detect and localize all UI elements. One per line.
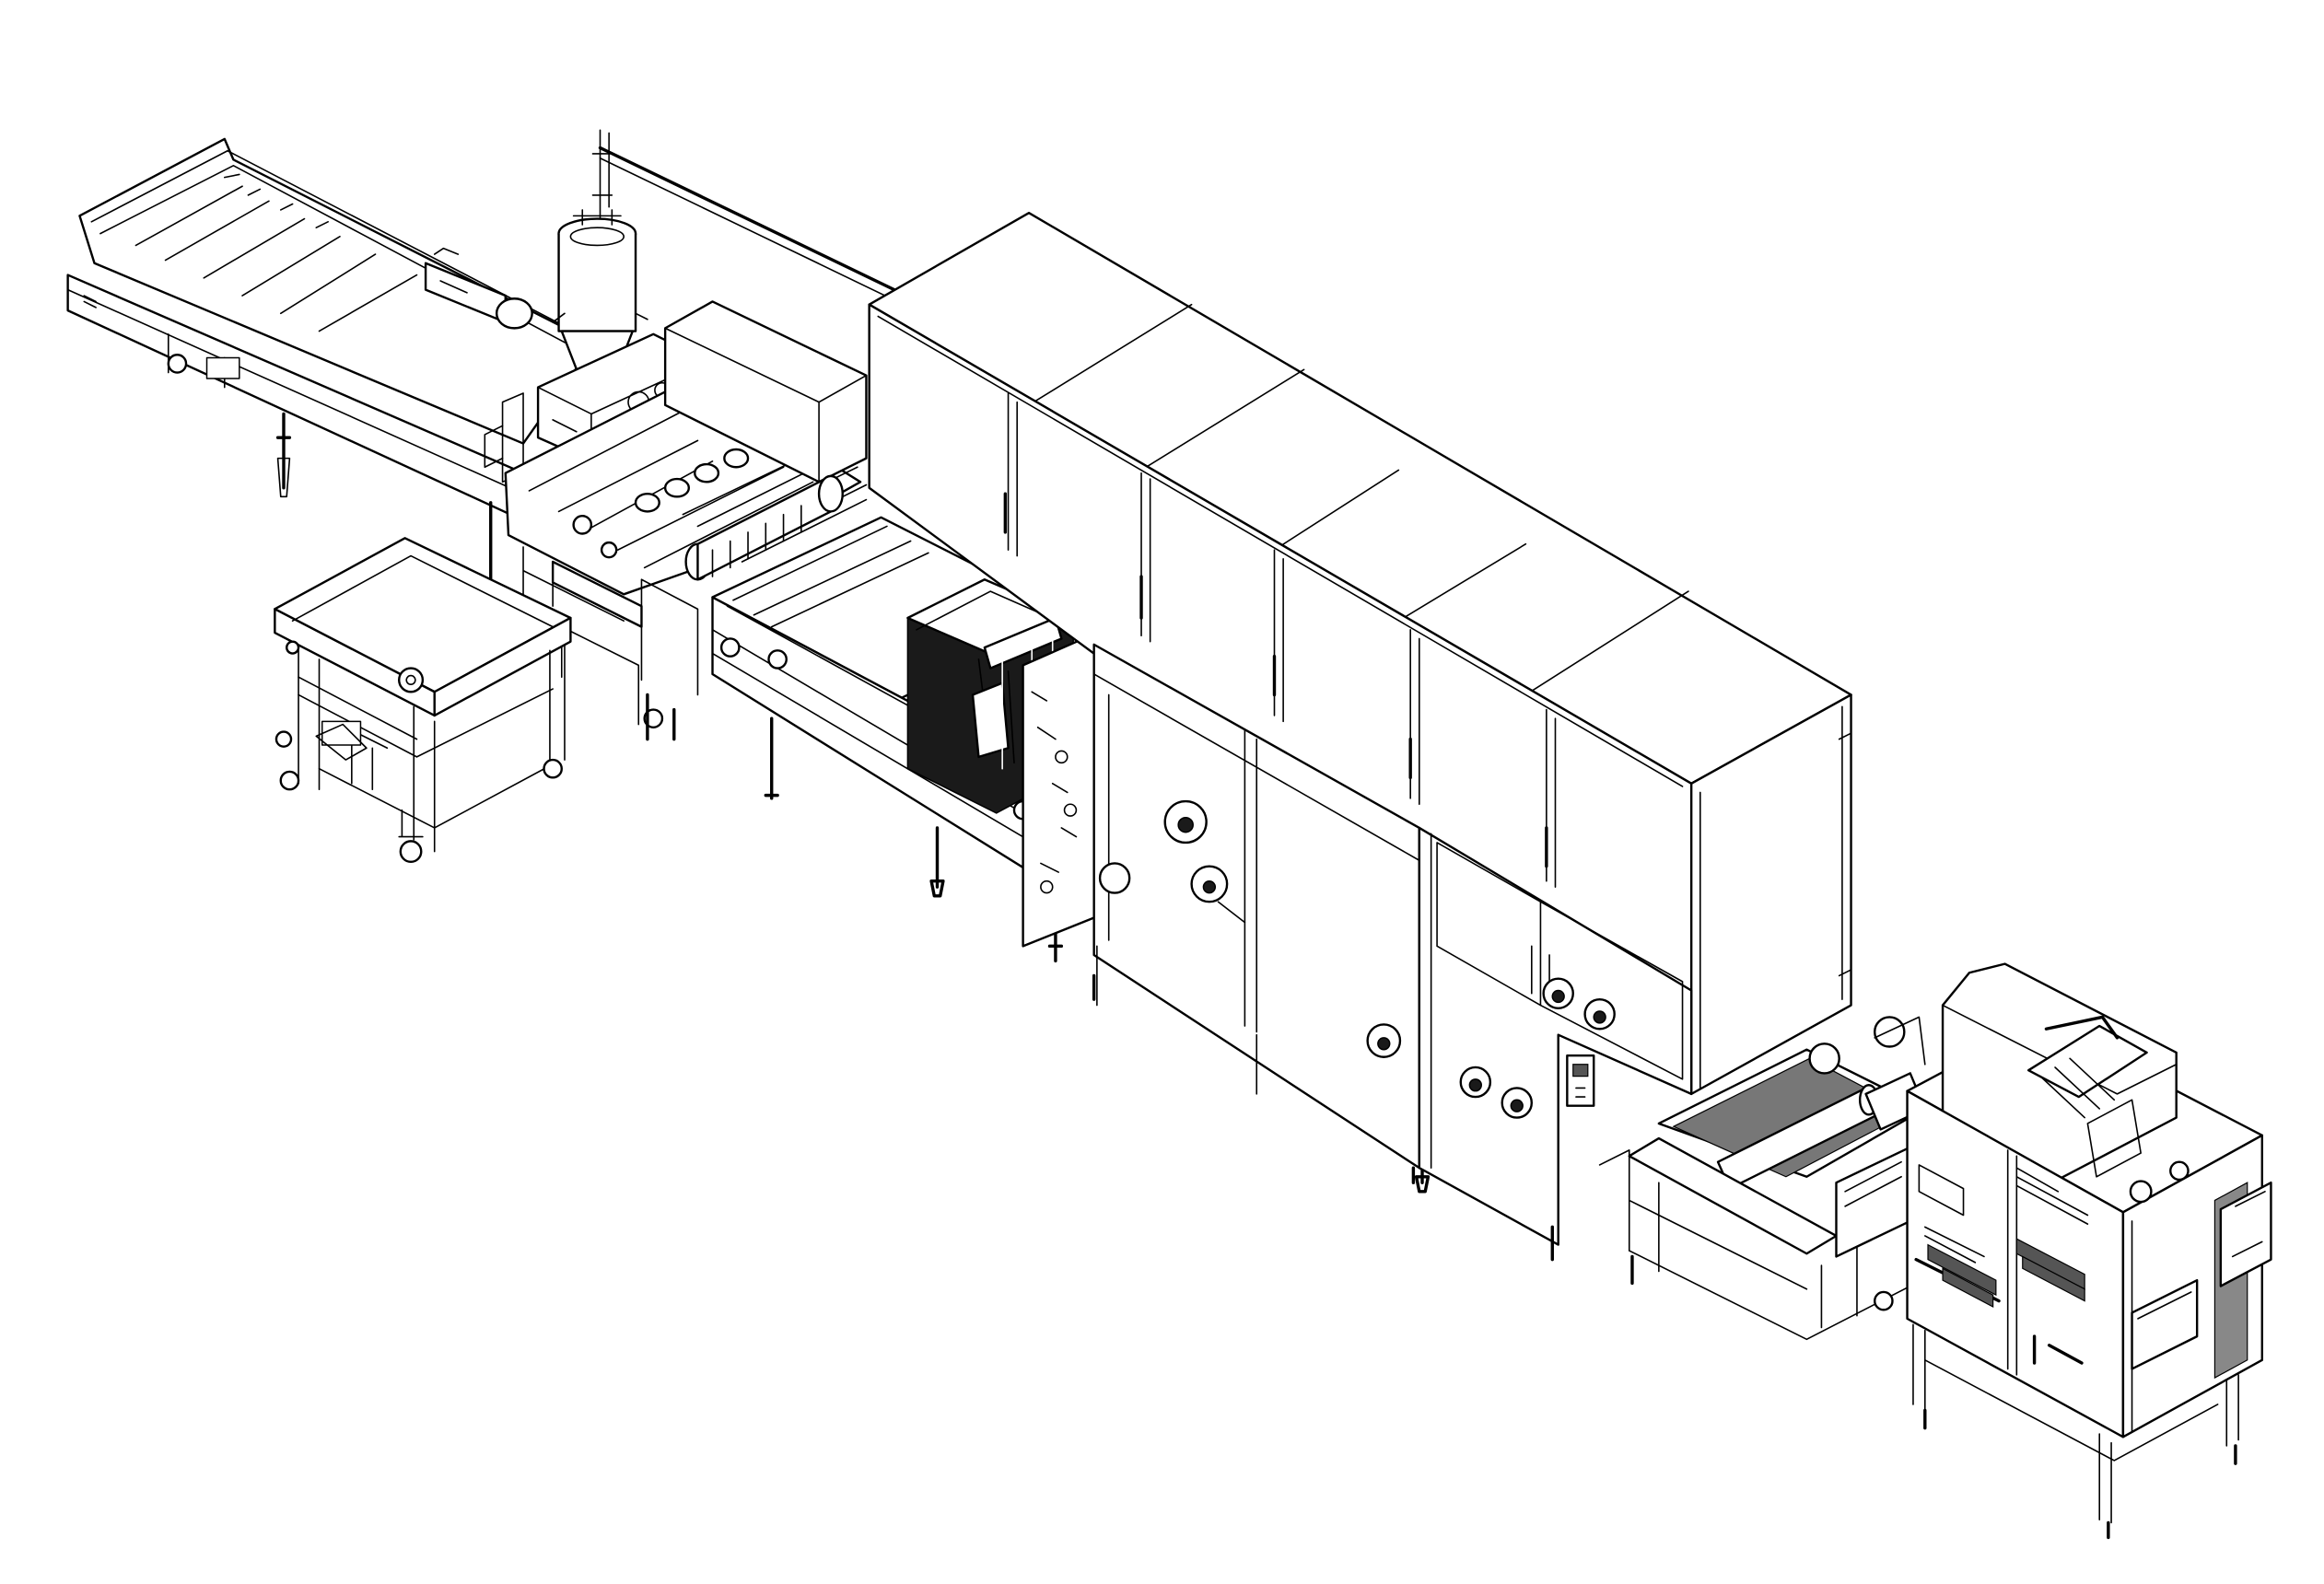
- final-unit: [1908, 964, 2271, 1538]
- infeed-conveyor: [68, 139, 594, 579]
- sheeter-section: [506, 301, 867, 739]
- mesh-conveyor: [1600, 1017, 1925, 1339]
- main-housing: [870, 213, 1851, 1260]
- forming-conveyor: [686, 476, 1097, 961]
- side-table: [274, 538, 570, 862]
